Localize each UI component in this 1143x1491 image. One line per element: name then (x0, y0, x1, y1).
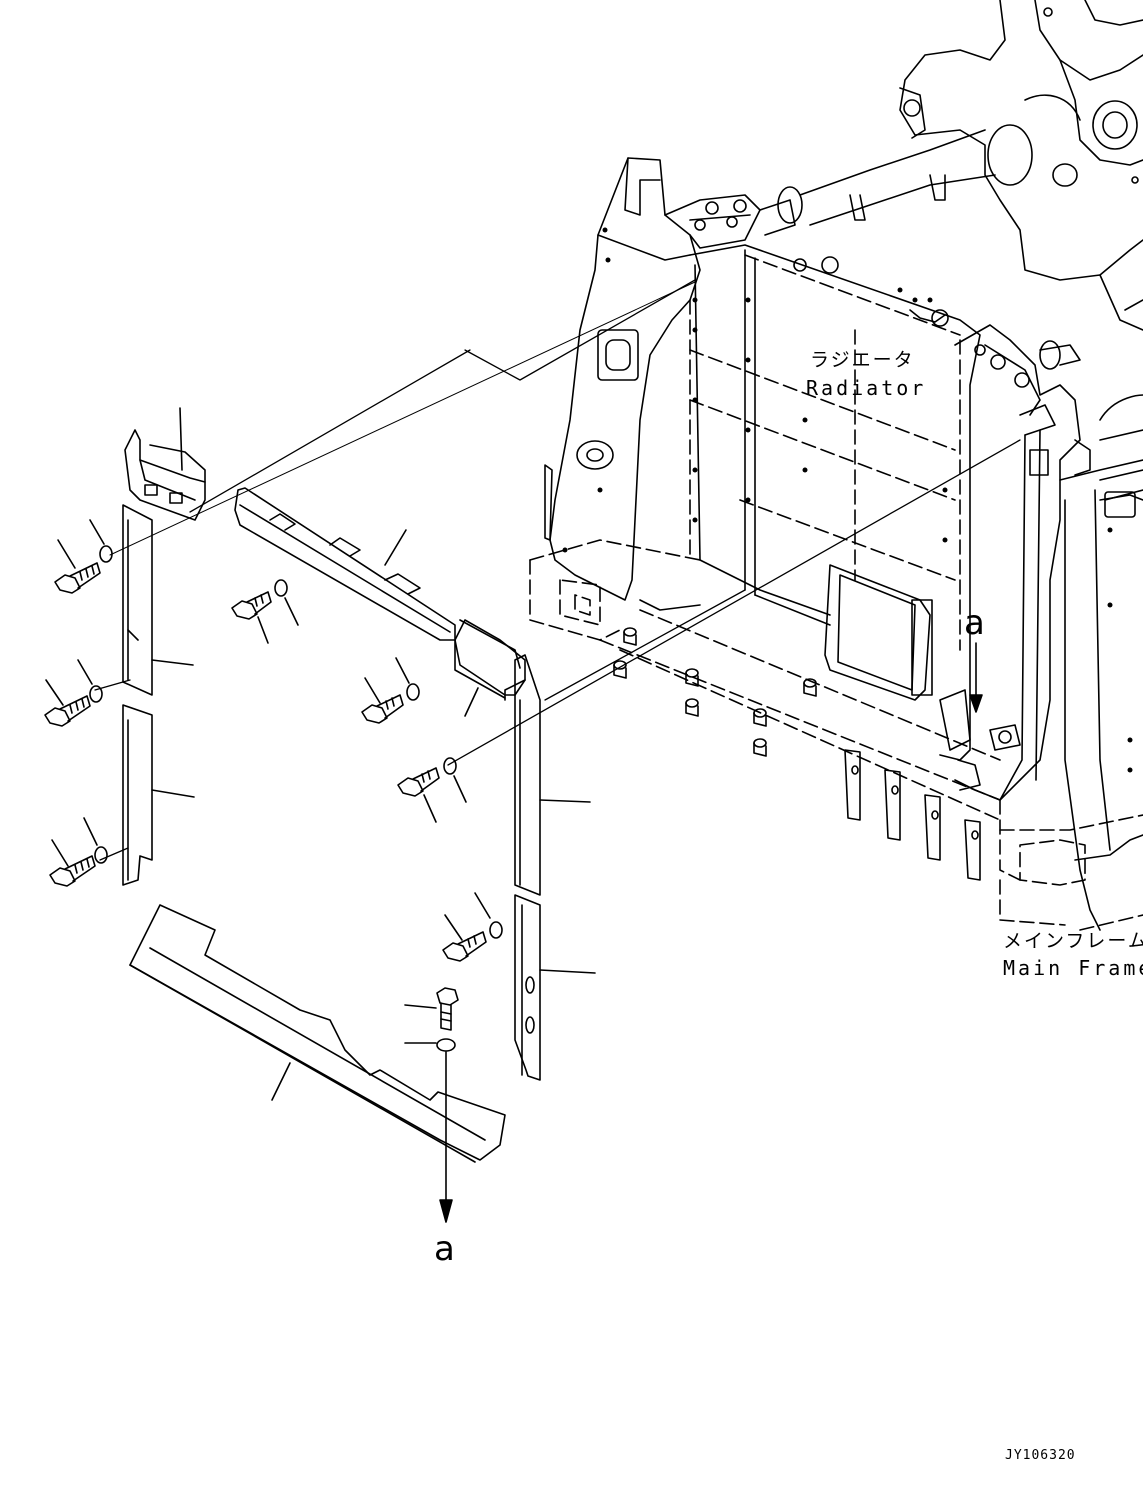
washer-icon (489, 921, 503, 939)
drawing-id: JY106320 (1005, 1448, 1076, 1463)
bottom-seal-strip (129, 904, 506, 1163)
reference-label-a-top: a (964, 603, 985, 643)
leader-lines (94, 279, 1021, 861)
reference-label-a-bottom: a (434, 1229, 455, 1269)
side-seal-left-upper (122, 504, 194, 696)
bolt-icon (49, 855, 96, 887)
washer-icon (94, 846, 108, 864)
main-frame-pins (613, 627, 981, 881)
bolt-icon (442, 931, 487, 962)
reference-arrow-bottom (439, 1051, 453, 1223)
bolts-and-washers (44, 519, 503, 1052)
radiator-label-jp: ラジエータ (810, 349, 915, 371)
radiator-shroud (544, 157, 1143, 931)
reference-arrow-top (969, 642, 983, 713)
bolt-icon (361, 694, 404, 724)
bolt-icon (436, 987, 459, 1031)
washer-icon (436, 1038, 456, 1052)
side-seal-left-lower (122, 704, 195, 886)
side-seal-right-upper (514, 654, 591, 896)
bolt-icon (44, 695, 91, 727)
bolt-icon (231, 591, 272, 620)
rivet-dots (562, 227, 1133, 773)
washer-icon (406, 683, 420, 701)
washer-icon (99, 545, 113, 563)
engine-assembly (777, 0, 1143, 501)
main-frame-label-en: Main Frame (1003, 956, 1143, 980)
washer-icon (274, 579, 288, 597)
top-seal-strip (234, 487, 456, 641)
bolt-icon (54, 562, 101, 594)
main-frame-label-jp: メインフレーム (1003, 930, 1143, 952)
washer-icon (89, 685, 103, 703)
corner-bracket-top-right (454, 619, 526, 717)
bolt-icon (397, 767, 440, 797)
radiator-label-en: Radiator (806, 376, 927, 400)
washer-icon (443, 757, 457, 775)
main-frame (529, 539, 1143, 931)
corner-bracket-top-left (124, 407, 206, 521)
side-seal-right-lower (514, 894, 596, 1081)
